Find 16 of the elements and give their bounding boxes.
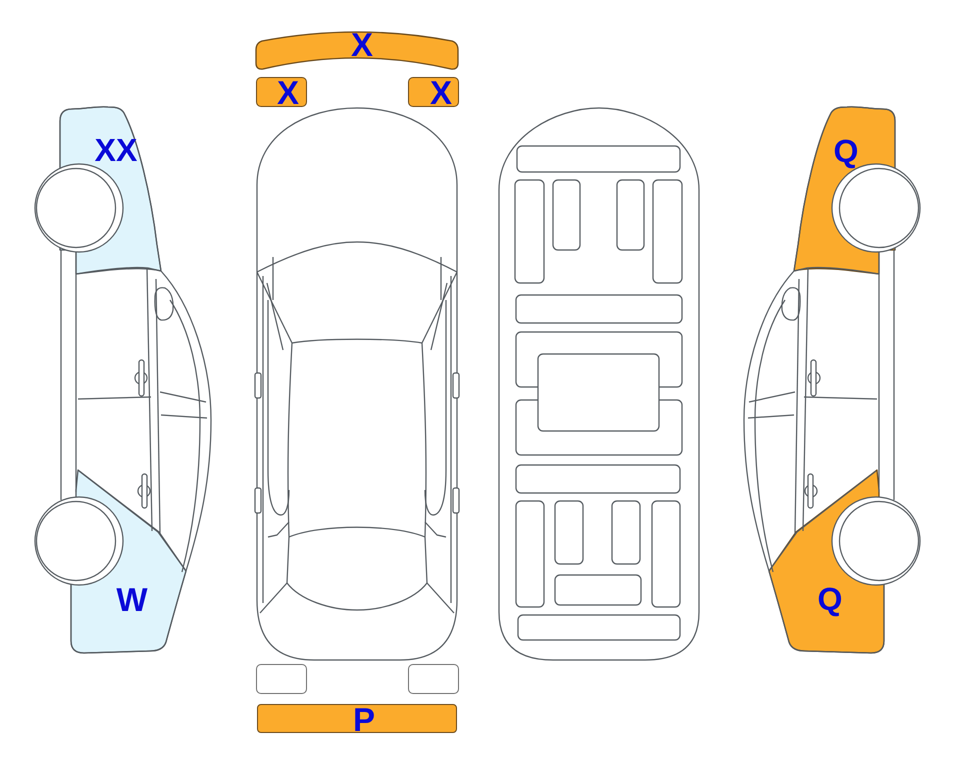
damage-code: P: [353, 706, 375, 734]
rear-quarter-panel: [69, 468, 188, 655]
front-bumper: [254, 30, 460, 72]
headlight-panel: [256, 77, 307, 107]
damage-code: XX: [94, 138, 138, 164]
rear-bumper: [257, 704, 457, 733]
front-fender-panel: [58, 104, 164, 276]
damage-code: W: [116, 586, 148, 614]
taillight-panel: [408, 664, 459, 694]
taillight-panel: [256, 664, 307, 694]
damage-code: X: [277, 80, 299, 106]
headlight-panel: [408, 77, 459, 107]
damage-code: X: [430, 80, 452, 106]
rear-quarter-panel: [767, 468, 886, 655]
damage-code: X: [351, 32, 373, 58]
front-fender-panel: [791, 104, 897, 276]
